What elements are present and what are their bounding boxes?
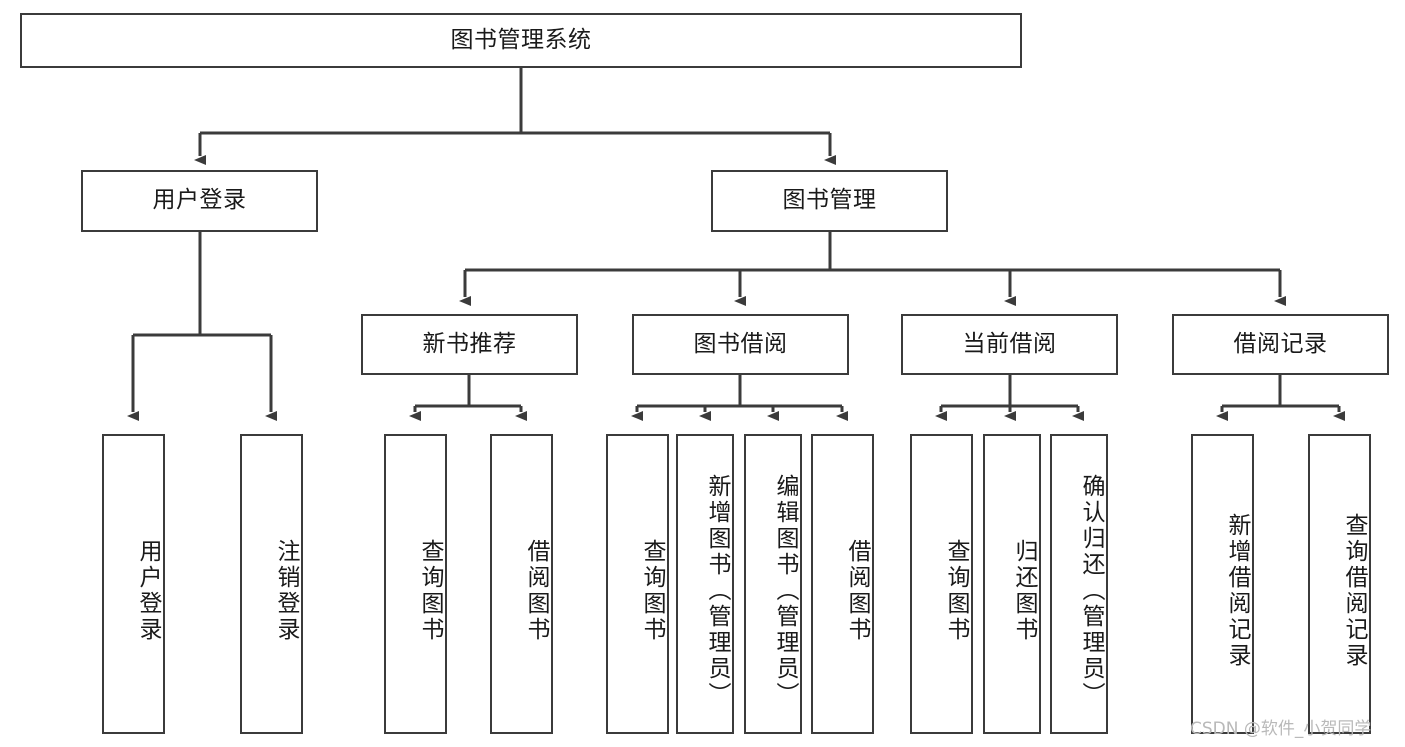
node-leaf-edit-book-admin[interactable]: 编辑图书（管理员）: [744, 434, 802, 734]
node-label: 查询图书: [417, 539, 443, 643]
node-current-borrow[interactable]: 当前借阅: [901, 314, 1118, 375]
node-leaf-query-book-current[interactable]: 查询图书: [910, 434, 973, 734]
node-leaf-add-borrow-record[interactable]: 新增借阅记录: [1191, 434, 1254, 734]
node-borrow-record[interactable]: 借阅记录: [1172, 314, 1389, 375]
node-leaf-query-book-recommend[interactable]: 查询图书: [384, 434, 447, 734]
node-label: 用户登录: [152, 187, 247, 214]
node-leaf-borrow-book-recommend[interactable]: 借阅图书: [490, 434, 553, 734]
node-label: 借阅图书: [523, 539, 549, 643]
node-label: 查询借阅记录: [1341, 513, 1367, 669]
node-leaf-query-borrow-record[interactable]: 查询借阅记录: [1308, 434, 1371, 734]
node-label: 确认归还（管理员）: [1078, 474, 1104, 708]
node-label: 编辑图书（管理员）: [772, 474, 798, 708]
node-label: 图书管理系统: [450, 26, 592, 53]
node-label: 用户登录: [135, 539, 161, 643]
node-label: 借阅记录: [1233, 330, 1328, 357]
node-label: 查询图书: [639, 539, 665, 643]
node-label: 图书管理: [782, 187, 877, 214]
node-leaf-logout[interactable]: 注销登录: [240, 434, 303, 734]
node-label: 注销登录: [273, 539, 299, 643]
node-leaf-confirm-return-admin[interactable]: 确认归还（管理员）: [1050, 434, 1108, 734]
node-leaf-borrow-book[interactable]: 借阅图书: [811, 434, 874, 734]
node-book-management[interactable]: 图书管理: [711, 170, 948, 232]
node-leaf-query-book-borrow[interactable]: 查询图书: [606, 434, 669, 734]
node-label: 借阅图书: [844, 539, 870, 643]
node-book-borrow[interactable]: 图书借阅: [632, 314, 849, 375]
node-label: 当前借阅: [962, 330, 1057, 357]
node-root-book-management-system[interactable]: 图书管理系统: [20, 13, 1022, 68]
node-new-book-recommend[interactable]: 新书推荐: [361, 314, 578, 375]
node-user-login[interactable]: 用户登录: [81, 170, 318, 232]
node-label: 归还图书: [1011, 539, 1037, 643]
node-leaf-user-login[interactable]: 用户登录: [102, 434, 165, 734]
node-label: 新增图书（管理员）: [704, 474, 730, 708]
node-leaf-add-book-admin[interactable]: 新增图书（管理员）: [676, 434, 734, 734]
node-label: 新增借阅记录: [1224, 513, 1250, 669]
watermark-text: CSDN @软件_小贺同学: [1190, 719, 1372, 739]
node-label: 查询图书: [943, 539, 969, 643]
node-label: 新书推荐: [422, 330, 517, 357]
node-label: 图书借阅: [693, 330, 788, 357]
node-leaf-return-book[interactable]: 归还图书: [983, 434, 1041, 734]
